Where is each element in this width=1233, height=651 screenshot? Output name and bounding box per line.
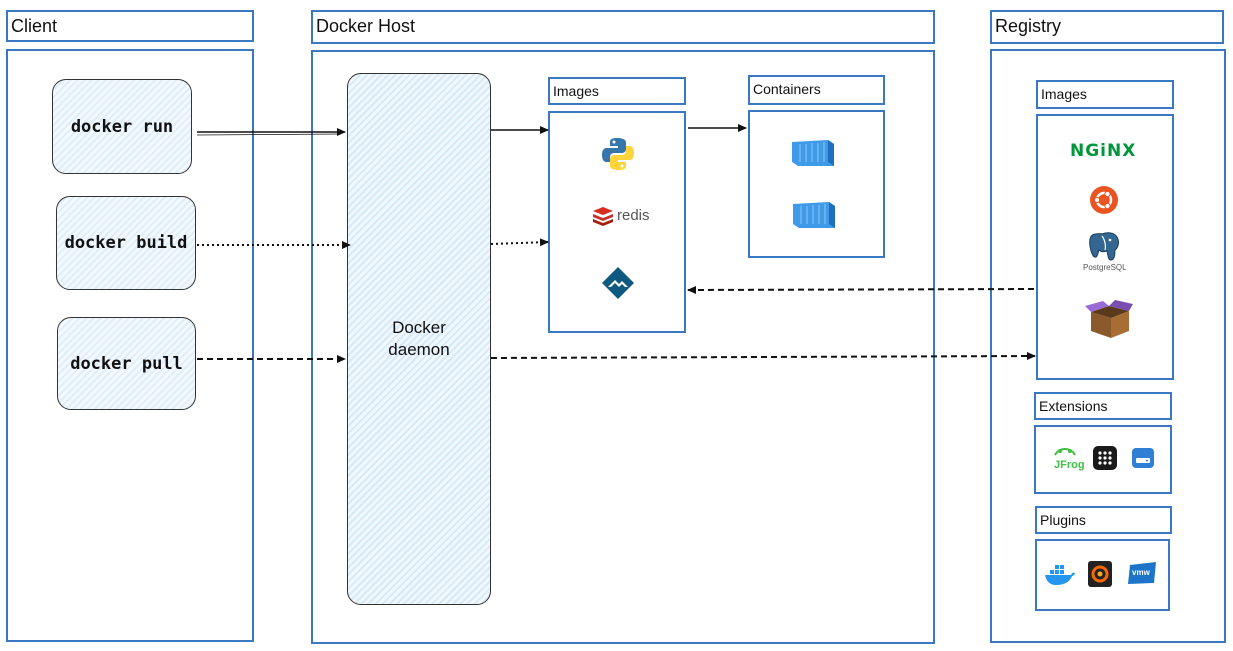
- registry-extensions-title: Extensions: [1034, 392, 1172, 420]
- daemon-to-registry-arrow: [490, 352, 1036, 361]
- host-containers-title: Containers: [748, 75, 885, 105]
- registry-to-images-arrow: [687, 285, 1035, 294]
- host-containers-panel: [748, 110, 885, 258]
- redis-icon: redis: [591, 205, 653, 227]
- docker-pull-command[interactable]: docker pull: [57, 317, 196, 410]
- registry-plugins-title-text: Plugins: [1040, 512, 1086, 528]
- jfrog-icon: JFrog: [1051, 445, 1085, 475]
- nginx-icon: NGiNX: [1070, 141, 1138, 163]
- host-images-title: Images: [548, 77, 686, 105]
- redis-label: redis: [617, 207, 650, 224]
- docker-host-title-text: Docker Host: [316, 16, 416, 36]
- registry-title-text: Registry: [995, 16, 1062, 36]
- docker-run-label: docker run: [70, 116, 174, 137]
- client-title-text: Client: [11, 16, 58, 36]
- postgresql-label: PostgreSQL: [1083, 263, 1127, 272]
- docker-build-command[interactable]: docker build: [56, 196, 196, 290]
- client-title: Client: [6, 10, 254, 42]
- nginx-label: NGiNX: [1070, 141, 1137, 161]
- container-icon: [791, 200, 837, 230]
- box-icon: [1083, 298, 1137, 340]
- registry-extensions-title-text: Extensions: [1039, 398, 1108, 414]
- grafana-icon: [1088, 561, 1112, 587]
- docker-daemon[interactable]: Docker daemon: [347, 73, 491, 605]
- vmware-label: vmw: [1132, 568, 1150, 577]
- host-images-title-text: Images: [553, 83, 599, 99]
- vmware-icon: vmw: [1126, 561, 1158, 585]
- alpine-icon: [601, 266, 635, 300]
- postgresql-icon: PostgreSQL: [1080, 230, 1130, 276]
- jfrog-label: JFrog: [1054, 459, 1085, 471]
- docker-run-command[interactable]: docker run: [52, 79, 192, 174]
- registry-images-title: Images: [1036, 80, 1174, 109]
- docker-host-title: Docker Host: [311, 10, 935, 44]
- host-containers-title-text: Containers: [753, 81, 821, 97]
- daemon-build-to-images-arrow: [490, 238, 549, 247]
- registry-title: Registry: [990, 10, 1224, 44]
- docker-pull-label: docker pull: [70, 353, 183, 374]
- ubuntu-icon: [1089, 185, 1119, 215]
- registry-plugins-title: Plugins: [1035, 506, 1172, 534]
- docker-build-label: docker build: [64, 233, 188, 253]
- daemon-label-line1: Docker: [392, 318, 446, 337]
- registry-images-title-text: Images: [1041, 86, 1087, 102]
- python-icon: [600, 136, 636, 172]
- grid-app-icon: [1093, 446, 1117, 470]
- container-icon: [790, 138, 836, 168]
- disk-icon: [1131, 447, 1155, 469]
- daemon-label-line2: daemon: [388, 340, 450, 359]
- docker-whale-icon: [1044, 564, 1076, 586]
